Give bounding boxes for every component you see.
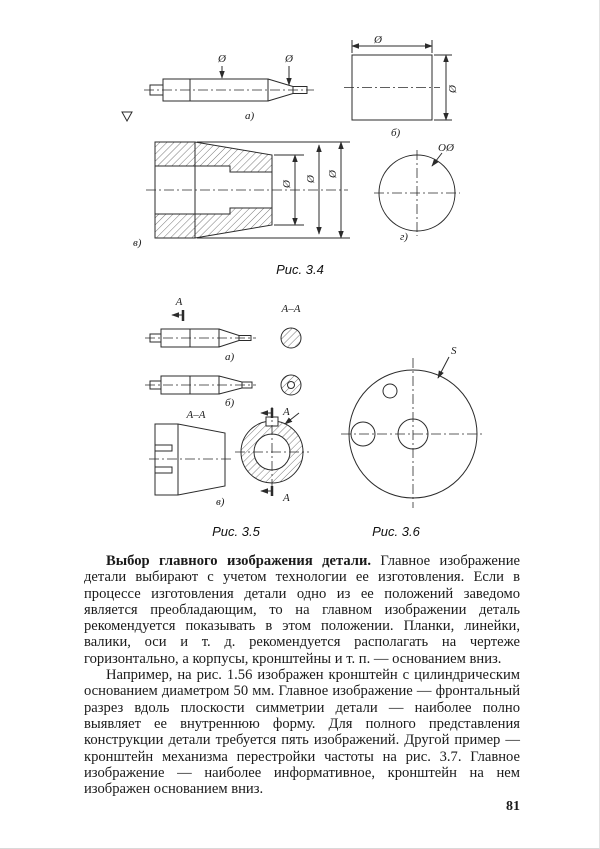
fig35-section-letter: А — [282, 406, 290, 418]
fig35-shaft-b — [145, 375, 256, 395]
fig35-sleeve-v — [149, 423, 231, 496]
fig34-sleeve-section — [146, 141, 350, 239]
fig34-part-label-b: б) — [391, 127, 401, 139]
fig35-section-name: А–А — [281, 303, 301, 315]
fig35-shaft-a — [145, 310, 256, 348]
paragraph-1: Выбор главного изображения детали. Главн… — [84, 553, 520, 667]
paragraph-1-lead: Выбор главного изображения детали. — [106, 553, 371, 569]
fig35-section-letter: А — [175, 296, 183, 308]
diameter-symbol: Ø — [327, 169, 339, 179]
fig35-part-label-a: а) — [225, 351, 235, 363]
fig35-ring-section-v — [235, 407, 309, 496]
diameter-symbol: Ø — [281, 179, 293, 189]
figure-3-6-drawing: S — [341, 345, 485, 508]
fig34-spindle-view — [121, 66, 314, 123]
fig36-flange-view — [341, 356, 485, 508]
fig34-part-label-v: в) — [133, 237, 142, 249]
page-number: 81 — [506, 799, 520, 814]
fig34-cylinder-view — [344, 40, 452, 121]
figure-3-5-drawing: А А–А а) б) А–А — [145, 296, 309, 508]
figure-3-5-caption: Рис. 3.5 — [212, 524, 260, 539]
diameter-symbol: Ø — [305, 174, 317, 184]
fig34-diameter-callout: ОØ — [438, 142, 455, 154]
figure-3-4-drawing: Ø Ø а) Ø Ø б) — [121, 34, 460, 249]
fig34-part-label-g: г) — [400, 231, 408, 243]
fig34-part-label-a: а) — [245, 110, 255, 122]
fig36-thickness-label: S — [451, 345, 457, 357]
fig35-section-circle-a — [280, 327, 302, 349]
fig35-section-name: А–А — [186, 409, 206, 421]
surface-finish-mark — [121, 111, 133, 123]
fig35-section-circle-b — [280, 374, 302, 396]
paragraph-2: Например, на рис. 1.56 изображен кронште… — [84, 667, 520, 798]
diameter-symbol: Ø — [373, 34, 383, 46]
fig35-part-label-b: б) — [225, 397, 235, 409]
body-text: Выбор главного изображения детали. Главн… — [84, 553, 520, 797]
figure-3-4-caption: Рис. 3.4 — [276, 262, 324, 277]
figure-3-6-caption: Рис. 3.6 — [372, 524, 420, 539]
diameter-symbol: Ø — [447, 84, 459, 94]
diameter-symbol: Ø — [217, 53, 227, 65]
fig34-end-view — [374, 150, 460, 236]
fig35-section-letter: А — [282, 492, 290, 504]
fig35-part-label-v: в) — [216, 496, 225, 508]
paragraph-1-body: Главное изображение детали выбирают с уч… — [84, 553, 520, 667]
diameter-symbol: Ø — [284, 53, 294, 65]
